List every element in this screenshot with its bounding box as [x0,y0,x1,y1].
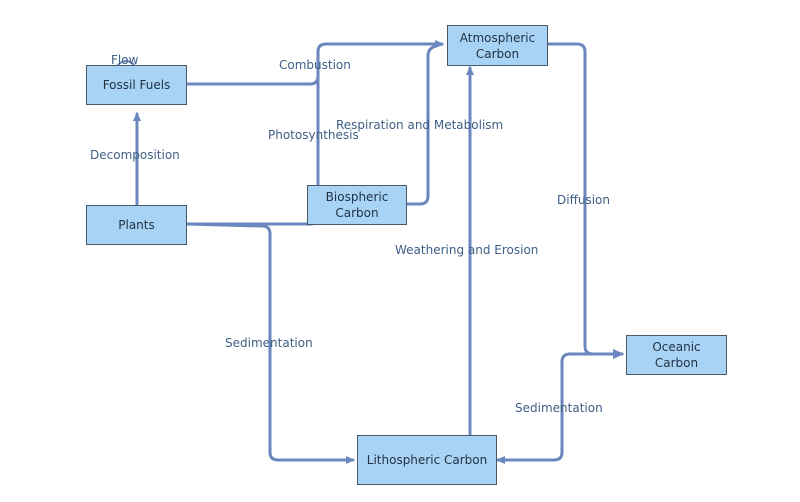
edge-combustion [185,40,444,86]
plants-node[interactable]: Plants [86,205,187,245]
biospheric-carbon-node[interactable]: Biospheric Carbon [307,185,407,225]
combustion-label: Combustion [279,58,351,72]
lithospheric-carbon-node[interactable]: Lithospheric Carbon [357,435,497,485]
edge-sedimentation-left [185,222,355,464]
photosynthesis-label: Photosynthesis [268,128,359,142]
respiration-label: Respiration and Metabolism [336,118,504,132]
diffusion-label: Diffusion [557,193,610,207]
decomposition-label: Decomposition [90,148,180,162]
sedimentation-right-label: Sedimentation [515,401,603,415]
sedimentation-left-label: Sedimentation [225,336,313,350]
edge-respiration [404,42,444,206]
fossil-fuels-node[interactable]: Fossil Fuels [86,65,187,105]
edge-photosynthesis [185,74,320,226]
arrowhead-oceanic [613,349,624,359]
oceanic-carbon-node[interactable]: Oceanic Carbon [626,335,727,375]
weathering-erosion-label: Weathering and Erosion [395,243,539,257]
edge-sedimentation-right [496,352,624,464]
atmospheric-carbon-node[interactable]: Atmospheric Carbon [447,25,548,66]
edge-flow-loop [116,60,136,67]
flow-label: Flow [111,53,139,67]
